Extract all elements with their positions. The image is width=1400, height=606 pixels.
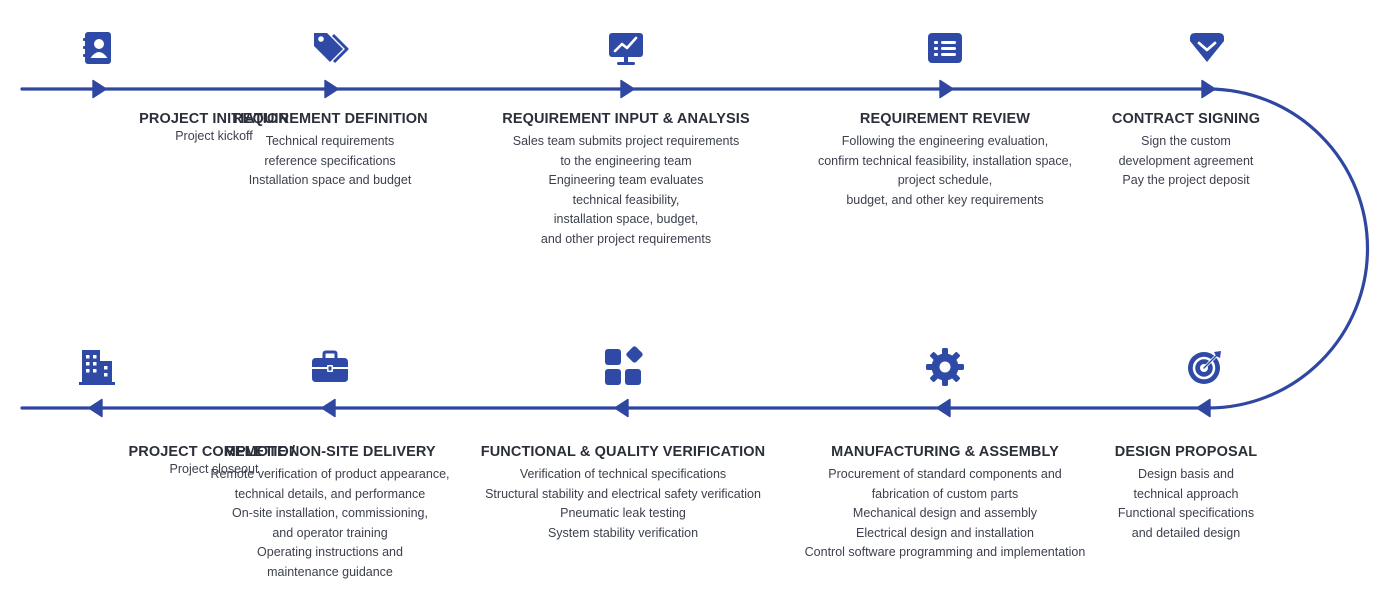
step-description-line: System stability verification <box>547 525 699 540</box>
step-description-line: fabrication of custom parts <box>871 486 1019 501</box>
gear-icon <box>923 345 967 389</box>
step-title: REMOTE / ON-SITE DELIVERY <box>224 444 436 460</box>
diamond-shield-icon <box>1185 26 1229 70</box>
flow-arrow-marker <box>620 79 635 99</box>
flow-arrow-marker <box>1201 79 1216 99</box>
step-description: Project kickoff <box>4 128 424 145</box>
step-requirement-definition: REQUIREMENT DEFINITION Technical requirem… <box>120 110 540 191</box>
step-description-line: Sign the custom <box>1141 134 1231 148</box>
step-description-line: and detailed design <box>1131 525 1241 540</box>
step-description-line: technical approach <box>1133 486 1239 501</box>
building-icon <box>75 345 119 389</box>
step-title: PROJECT INITIATION <box>139 111 289 127</box>
list-document-icon <box>923 26 967 70</box>
step-title: REQUIREMENT REVIEW <box>859 111 1031 127</box>
step-description-line: installation space, budget, <box>553 212 699 226</box>
step-description: Sales team submits project requirements t… <box>416 132 836 249</box>
step-description-line: Project kickoff <box>175 129 253 143</box>
flow-arrow-marker <box>939 79 954 99</box>
step-description: Verification of technical specifications… <box>413 465 833 543</box>
step-requirement-review: REQUIREMENT REVIEW Following the engineer… <box>735 110 1155 210</box>
step-description-line: development agreement <box>1118 153 1254 168</box>
step-description-line: Remote verification of product appearanc… <box>210 467 450 481</box>
step-description: Technical requirements reference specific… <box>120 132 540 191</box>
step-description-line: Project closeout <box>169 462 259 476</box>
step-description-line: budget, and other key requirements <box>846 192 1044 207</box>
step-title: REQUIREMENT DEFINITION <box>232 111 428 127</box>
step-description-line: reference specifications <box>264 153 396 168</box>
step-description-line: technical details, and performance <box>234 486 426 501</box>
step-description-line: Installation space and budget <box>248 173 412 187</box>
step-project-completion: PROJECT COMPLETION Project closeout <box>4 443 424 478</box>
step-description-line: technical feasibility, <box>572 192 680 207</box>
step-contract-signing: CONTRACT SIGNING Sign the custom developme… <box>976 110 1396 191</box>
step-description-line: to the engineering team <box>560 153 692 168</box>
step-description-line: Operating instructions and <box>257 545 403 559</box>
step-description: Following the engineering evaluation, con… <box>735 132 1155 210</box>
flow-arrow-marker <box>321 398 336 418</box>
monitor-chart-icon <box>604 26 648 70</box>
contact-card-icon <box>76 26 120 70</box>
step-project-initiation: PROJECT INITIATION Project kickoff <box>4 110 424 145</box>
step-remote-onsite-delivery: REMOTE / ON-SITE DELIVERY Remote verifica… <box>120 443 540 582</box>
step-description-line: Technical requirements <box>265 134 395 148</box>
step-description-line: and other project requirements <box>540 231 712 246</box>
step-title: FUNCTIONAL & QUALITY VERIFICATION <box>480 444 766 460</box>
step-description-line: Pneumatic leak testing <box>560 506 686 520</box>
app-blocks-icon <box>601 345 645 389</box>
flow-line <box>20 87 1370 410</box>
step-description-line: and operator training <box>272 525 388 540</box>
flow-arrow-marker <box>936 398 951 418</box>
step-design-proposal: DESIGN PROPOSAL Design basis and technical… <box>976 443 1396 543</box>
flow-arrow-marker <box>614 398 629 418</box>
step-description-line: maintenance guidance <box>267 564 393 579</box>
briefcase-icon <box>308 345 352 389</box>
step-description-line: Following the engineering evaluation, <box>841 134 1049 148</box>
step-title: CONTRACT SIGNING <box>1111 111 1261 127</box>
step-description: Project closeout <box>4 461 424 478</box>
step-description: Procurement of standard components and fa… <box>735 465 1155 563</box>
step-description-line: Pay the project deposit <box>1122 173 1250 187</box>
step-description-line: On-site installation, commissioning, <box>232 506 428 520</box>
step-description: Remote verification of product appearanc… <box>120 465 540 582</box>
step-title: PROJECT COMPLETION <box>128 444 300 460</box>
step-description-line: project schedule, <box>897 173 993 187</box>
step-description-line: Verification of technical specifications <box>519 467 727 481</box>
tags-icon <box>308 26 352 70</box>
step-description-line: Control software programming and impleme… <box>804 545 1086 559</box>
step-description-line: Procurement of standard components and <box>828 467 1062 481</box>
step-description-line: Electrical design and installation <box>856 525 1034 540</box>
target-icon <box>1183 345 1227 389</box>
step-title: MANUFACTURING & ASSEMBLY <box>831 444 1059 460</box>
step-description-line: Sales team submits project requirements <box>512 134 740 148</box>
flow-arrow-marker <box>1196 398 1211 418</box>
flow-arrow-marker <box>324 79 339 99</box>
step-description-line: Mechanical design and assembly <box>852 506 1038 520</box>
step-description-line: confirm technical feasibility, installat… <box>817 153 1073 168</box>
step-description-line: Structural stability and electrical safe… <box>485 486 761 501</box>
step-title: DESIGN PROPOSAL <box>1114 444 1258 460</box>
step-manufacturing-assembly: MANUFACTURING & ASSEMBLY Procurement of s… <box>735 443 1155 563</box>
step-description-line: Functional specifications <box>1117 506 1255 520</box>
flow-arrow-marker <box>92 79 107 99</box>
flow-arrow-marker <box>88 398 103 418</box>
step-requirement-input-analysis: REQUIREMENT INPUT & ANALYSIS Sales team s… <box>416 110 836 249</box>
step-functional-quality-verification: FUNCTIONAL & QUALITY VERIFICATION Verific… <box>413 443 833 543</box>
step-description-line: Engineering team evaluates <box>548 173 704 187</box>
step-title: REQUIREMENT INPUT & ANALYSIS <box>502 111 750 127</box>
step-description-line: Design basis and <box>1138 467 1234 481</box>
